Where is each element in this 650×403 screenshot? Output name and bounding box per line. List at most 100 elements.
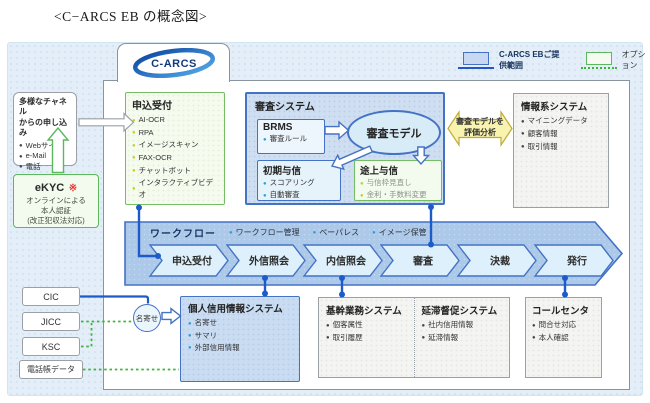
bullet-icon <box>313 227 320 239</box>
overdue-system-item: 社内信用情報 <box>422 319 503 332</box>
initial-credit-item: スコアリング <box>263 177 335 189</box>
bureau-box-cic: CIC <box>22 287 80 306</box>
credit-info-item: 外部信用情報 <box>188 342 292 354</box>
bullet-icon <box>532 332 539 345</box>
bullet-icon <box>19 151 26 162</box>
legend-provided-label: C-ARCS EBご提供範囲 <box>499 50 560 70</box>
legend-option: オプション <box>580 49 650 71</box>
ekyc-title: eKYC ※ <box>34 182 78 194</box>
bullet-icon <box>132 114 139 127</box>
legend-option-label: オプション <box>621 50 646 70</box>
call-center-title: コールセンタ <box>532 306 590 317</box>
workflow-step: 外信照会 <box>248 255 289 268</box>
core-system-item: 個客属性 <box>326 319 407 332</box>
screening-model-oval: 審査モデル <box>347 110 441 155</box>
workflow-step-chevron <box>225 244 306 277</box>
overdue-system-item: 延滞情報 <box>422 332 503 345</box>
bullet-icon <box>132 139 139 152</box>
legend-option-swatch <box>580 51 617 69</box>
channel-item: Webサイト <box>19 141 71 152</box>
bullet-icon <box>188 342 195 354</box>
carcs-logo: C-ARCS <box>132 48 215 78</box>
brms-item: 審査ルール <box>263 133 319 145</box>
bullet-icon <box>521 141 528 154</box>
bullet-icon <box>372 227 379 239</box>
application-item: イメージスキャン <box>132 139 218 152</box>
bullet-icon <box>521 115 528 128</box>
bullet-icon <box>19 162 26 173</box>
workflow-step: 決裁 <box>490 255 510 268</box>
bullet-icon <box>422 332 429 345</box>
brms-box: BRMS 審査ルール <box>257 119 325 154</box>
workflow-feature: ペーパレス <box>313 227 359 239</box>
application-item: チャットボット <box>132 164 218 177</box>
bullet-icon <box>188 329 195 341</box>
screening-system-box: 審査システム BRMS 審査ルール 審査モデル 初期与信 スコアリング 自動審査… <box>245 92 445 205</box>
brms-title: BRMS <box>263 122 293 133</box>
workflow-step-chevron <box>456 244 537 277</box>
application-item: AI-OCR <box>132 114 218 127</box>
application-item: RPA <box>132 127 218 140</box>
workflow-step: 申込受付 <box>172 255 212 268</box>
eval-arrow-label: 審査モデルを 評価分析 <box>456 117 504 138</box>
screening-title: 審査システム <box>255 102 315 113</box>
bullet-icon <box>132 127 139 140</box>
credit-info-item: 名寄せ <box>188 317 292 329</box>
bullet-icon <box>188 317 195 329</box>
bullet-icon <box>521 128 528 141</box>
overdue-system-panel: 延滞督促システム 社内信用情報 延滞情報 <box>415 298 510 377</box>
bullet-icon <box>360 189 367 201</box>
carcs-tab: C-ARCS <box>117 43 230 82</box>
call-center-item: 本人確認 <box>532 332 595 345</box>
ongoing-credit-title: 途上与信 <box>360 166 399 177</box>
page-title: <C−ARCS EB の概念図> <box>54 9 208 24</box>
info-system-item: 顧客情報 <box>521 128 601 141</box>
logo-text: C-ARCS <box>151 58 197 70</box>
credit-info-item: サマリ <box>188 329 292 341</box>
core-system-item: 取引履歴 <box>326 332 407 345</box>
info-system-box: 情報系システム マイニングデータ 顧客情報 取引情報 <box>513 93 609 208</box>
bullet-icon <box>132 152 139 165</box>
bureau-box-ksc: KSC <box>22 337 80 356</box>
channels-box: 多様なチャネル からの申し込み Webサイト e-Mail 電話 Fax <box>13 92 77 181</box>
bullet-icon <box>132 183 139 196</box>
workflow-header: ワークフロー ワークフロー管理 ペーパレス イメージ保管 <box>150 225 427 241</box>
bullet-icon <box>229 227 236 239</box>
bullet-icon <box>263 133 270 145</box>
ekyc-line: オンラインによる <box>26 196 86 205</box>
workflow-step-chevron <box>379 244 460 277</box>
application-item: インタラクティブビデオ <box>132 177 218 201</box>
channel-item: e-Mail <box>19 151 71 162</box>
workflow-feature: ワークフロー管理 <box>229 227 300 239</box>
credit-info-title: 個人信用情報システム <box>188 304 283 315</box>
credit-info-box: 個人信用情報システム 名寄せ サマリ 外部信用情報 <box>180 296 300 382</box>
bullet-icon <box>263 177 270 189</box>
workflow-step: 審査 <box>412 255 434 268</box>
workflow-step-chevron <box>533 244 614 277</box>
channel-item: 電話 <box>19 162 71 173</box>
call-center-item: 問合せ対応 <box>532 319 595 332</box>
ekyc-line: (改正犯収法対応) <box>27 215 85 225</box>
ongoing-credit-item: 金利・手数料変更 <box>360 189 436 201</box>
info-system-item: マイニングデータ <box>521 115 601 128</box>
initial-credit-title: 初期与信 <box>263 166 302 177</box>
core-overdue-panel: 基幹業務システム 個客属性 取引履歴 延滞督促システム 社内信用情報 延滞情報 <box>318 297 510 378</box>
info-system-item: 取引情報 <box>521 141 601 154</box>
note-asterisk-icon: ※ <box>68 183 78 194</box>
logo-swoosh-icon <box>132 48 215 78</box>
nayose-circle: 名寄せ <box>133 304 161 332</box>
workflow-step-chevron <box>148 244 229 277</box>
bullet-icon <box>326 319 333 332</box>
application-item: FAX-OCR <box>132 152 218 165</box>
workflow-step: 発行 <box>566 255 587 268</box>
legend: C-ARCS EBご提供範囲 オプション <box>458 49 650 71</box>
phonebook-box: 電話帳データ <box>19 360 83 379</box>
legend-provided-swatch <box>458 51 494 69</box>
core-system-title: 基幹業務システム <box>326 306 402 317</box>
workflow-step-chevron <box>302 244 383 277</box>
call-center-box: コールセンタ 問合せ対応 本人確認 <box>525 297 602 378</box>
workflow-step: 内信照会 <box>326 255 366 268</box>
bullet-icon <box>132 164 139 177</box>
bullet-icon <box>326 332 333 345</box>
